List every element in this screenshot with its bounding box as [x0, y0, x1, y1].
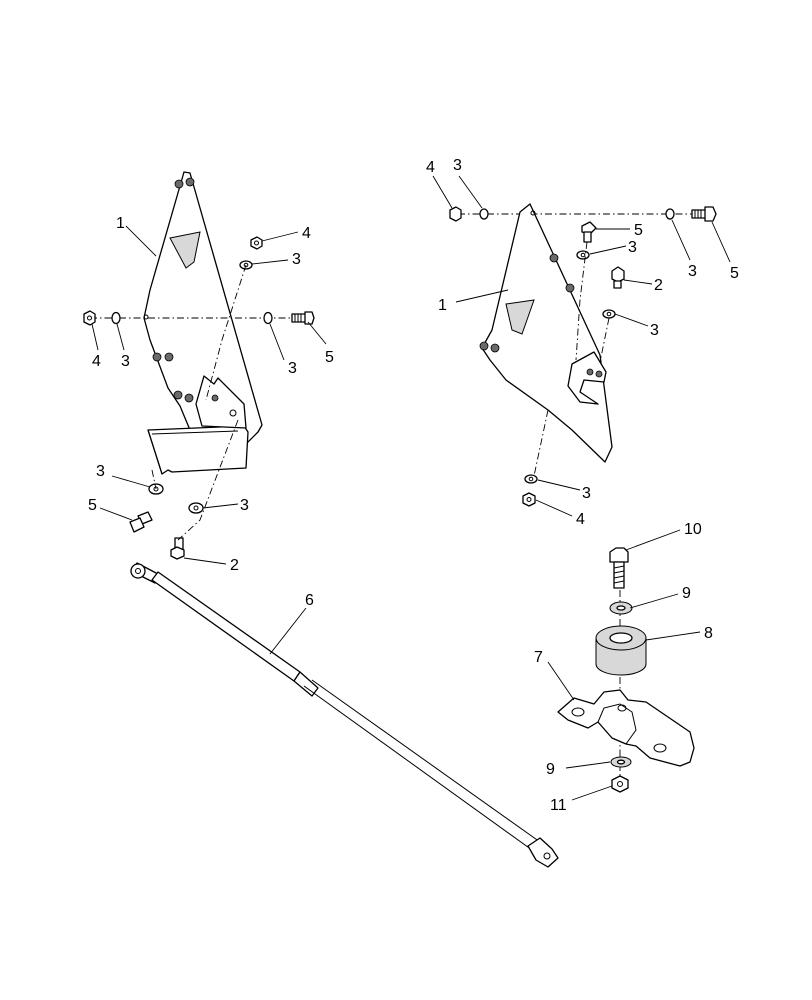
- callout-r-bracket: 1: [438, 297, 447, 314]
- right-plate-cutout: [505, 299, 535, 335]
- callout-r-nut-bottom: 4: [576, 511, 585, 528]
- callout-washer-9-top: 9: [682, 585, 691, 602]
- callout-l-nut-left: 4: [92, 353, 101, 370]
- callout-bolt-10: 10: [684, 521, 702, 538]
- bracket-7: [557, 689, 695, 767]
- right-bottom-washer: [524, 474, 538, 484]
- right-bolt-a: [581, 221, 597, 243]
- right-stud: [611, 266, 625, 289]
- left-left-washer: [111, 311, 121, 325]
- callout-l-washer-top: 3: [292, 251, 301, 268]
- callout-strut: 6: [305, 592, 314, 609]
- right-bracket-assembly: [479, 203, 613, 463]
- callout-r-stud: 2: [654, 277, 663, 294]
- left-lower-washer-2: [188, 502, 204, 514]
- callout-r-bolt-a: 5: [634, 222, 643, 239]
- callout-l-washer-left: 3: [121, 353, 130, 370]
- callout-bracket-7: 7: [534, 649, 543, 666]
- callout-l-nut-top: 4: [302, 225, 311, 242]
- left-right-bolt: [291, 311, 315, 325]
- leader-lines: [91, 175, 731, 801]
- bolt-10: [609, 547, 629, 589]
- left-lower-bolt: [129, 511, 153, 533]
- washer-9-top: [609, 601, 633, 615]
- callout-labels: 1 4 3 4 3 3 5 3 5 3 2 6 4 3 5 3 3 5 2 3 …: [88, 157, 739, 814]
- callout-r-bolt-right: 5: [730, 265, 739, 282]
- callout-l-washer-low2: 3: [240, 497, 249, 514]
- right-washer-a: [576, 250, 590, 260]
- left-stud: [170, 537, 185, 560]
- callout-nut-11: 11: [550, 797, 567, 814]
- right-top-nut: [449, 206, 462, 222]
- callout-r-washer-bottom: 3: [582, 485, 591, 502]
- washer-9-bottom: [610, 756, 632, 768]
- callout-r-washer-right: 3: [688, 263, 697, 280]
- left-left-nut: [83, 310, 96, 326]
- callout-r-washer-b: 3: [650, 322, 659, 339]
- bushing-8: [595, 625, 647, 676]
- left-plate-cutout: [169, 231, 201, 269]
- right-top-washer: [479, 208, 489, 220]
- right-right-bolt: [691, 206, 717, 222]
- callout-l-washer-low1: 3: [96, 463, 105, 480]
- gas-strut: [130, 562, 559, 868]
- left-right-washer: [263, 311, 273, 325]
- callout-washer-9-bottom: 9: [546, 761, 555, 778]
- callout-r-washer-top: 3: [453, 157, 462, 174]
- callout-l-stud: 2: [230, 557, 239, 574]
- right-bottom-nut: [522, 492, 536, 507]
- callout-r-washer-a: 3: [628, 239, 637, 256]
- right-washer-b: [602, 309, 616, 319]
- left-bracket-tab: [195, 375, 247, 429]
- callout-r-nut-top: 4: [426, 159, 435, 176]
- nut-11: [611, 775, 629, 793]
- left-top-nut: [250, 236, 263, 250]
- callout-bushing: 8: [704, 625, 713, 642]
- callout-l-washer-right: 3: [288, 360, 297, 377]
- callout-l-bolt-right: 5: [325, 349, 334, 366]
- callout-l-bolt-low: 5: [88, 497, 97, 514]
- callout-l-bracket: 1: [116, 215, 125, 232]
- left-bracket-assembly: [143, 171, 263, 475]
- right-right-washer: [665, 208, 675, 220]
- right-mounting-plate: [481, 203, 613, 463]
